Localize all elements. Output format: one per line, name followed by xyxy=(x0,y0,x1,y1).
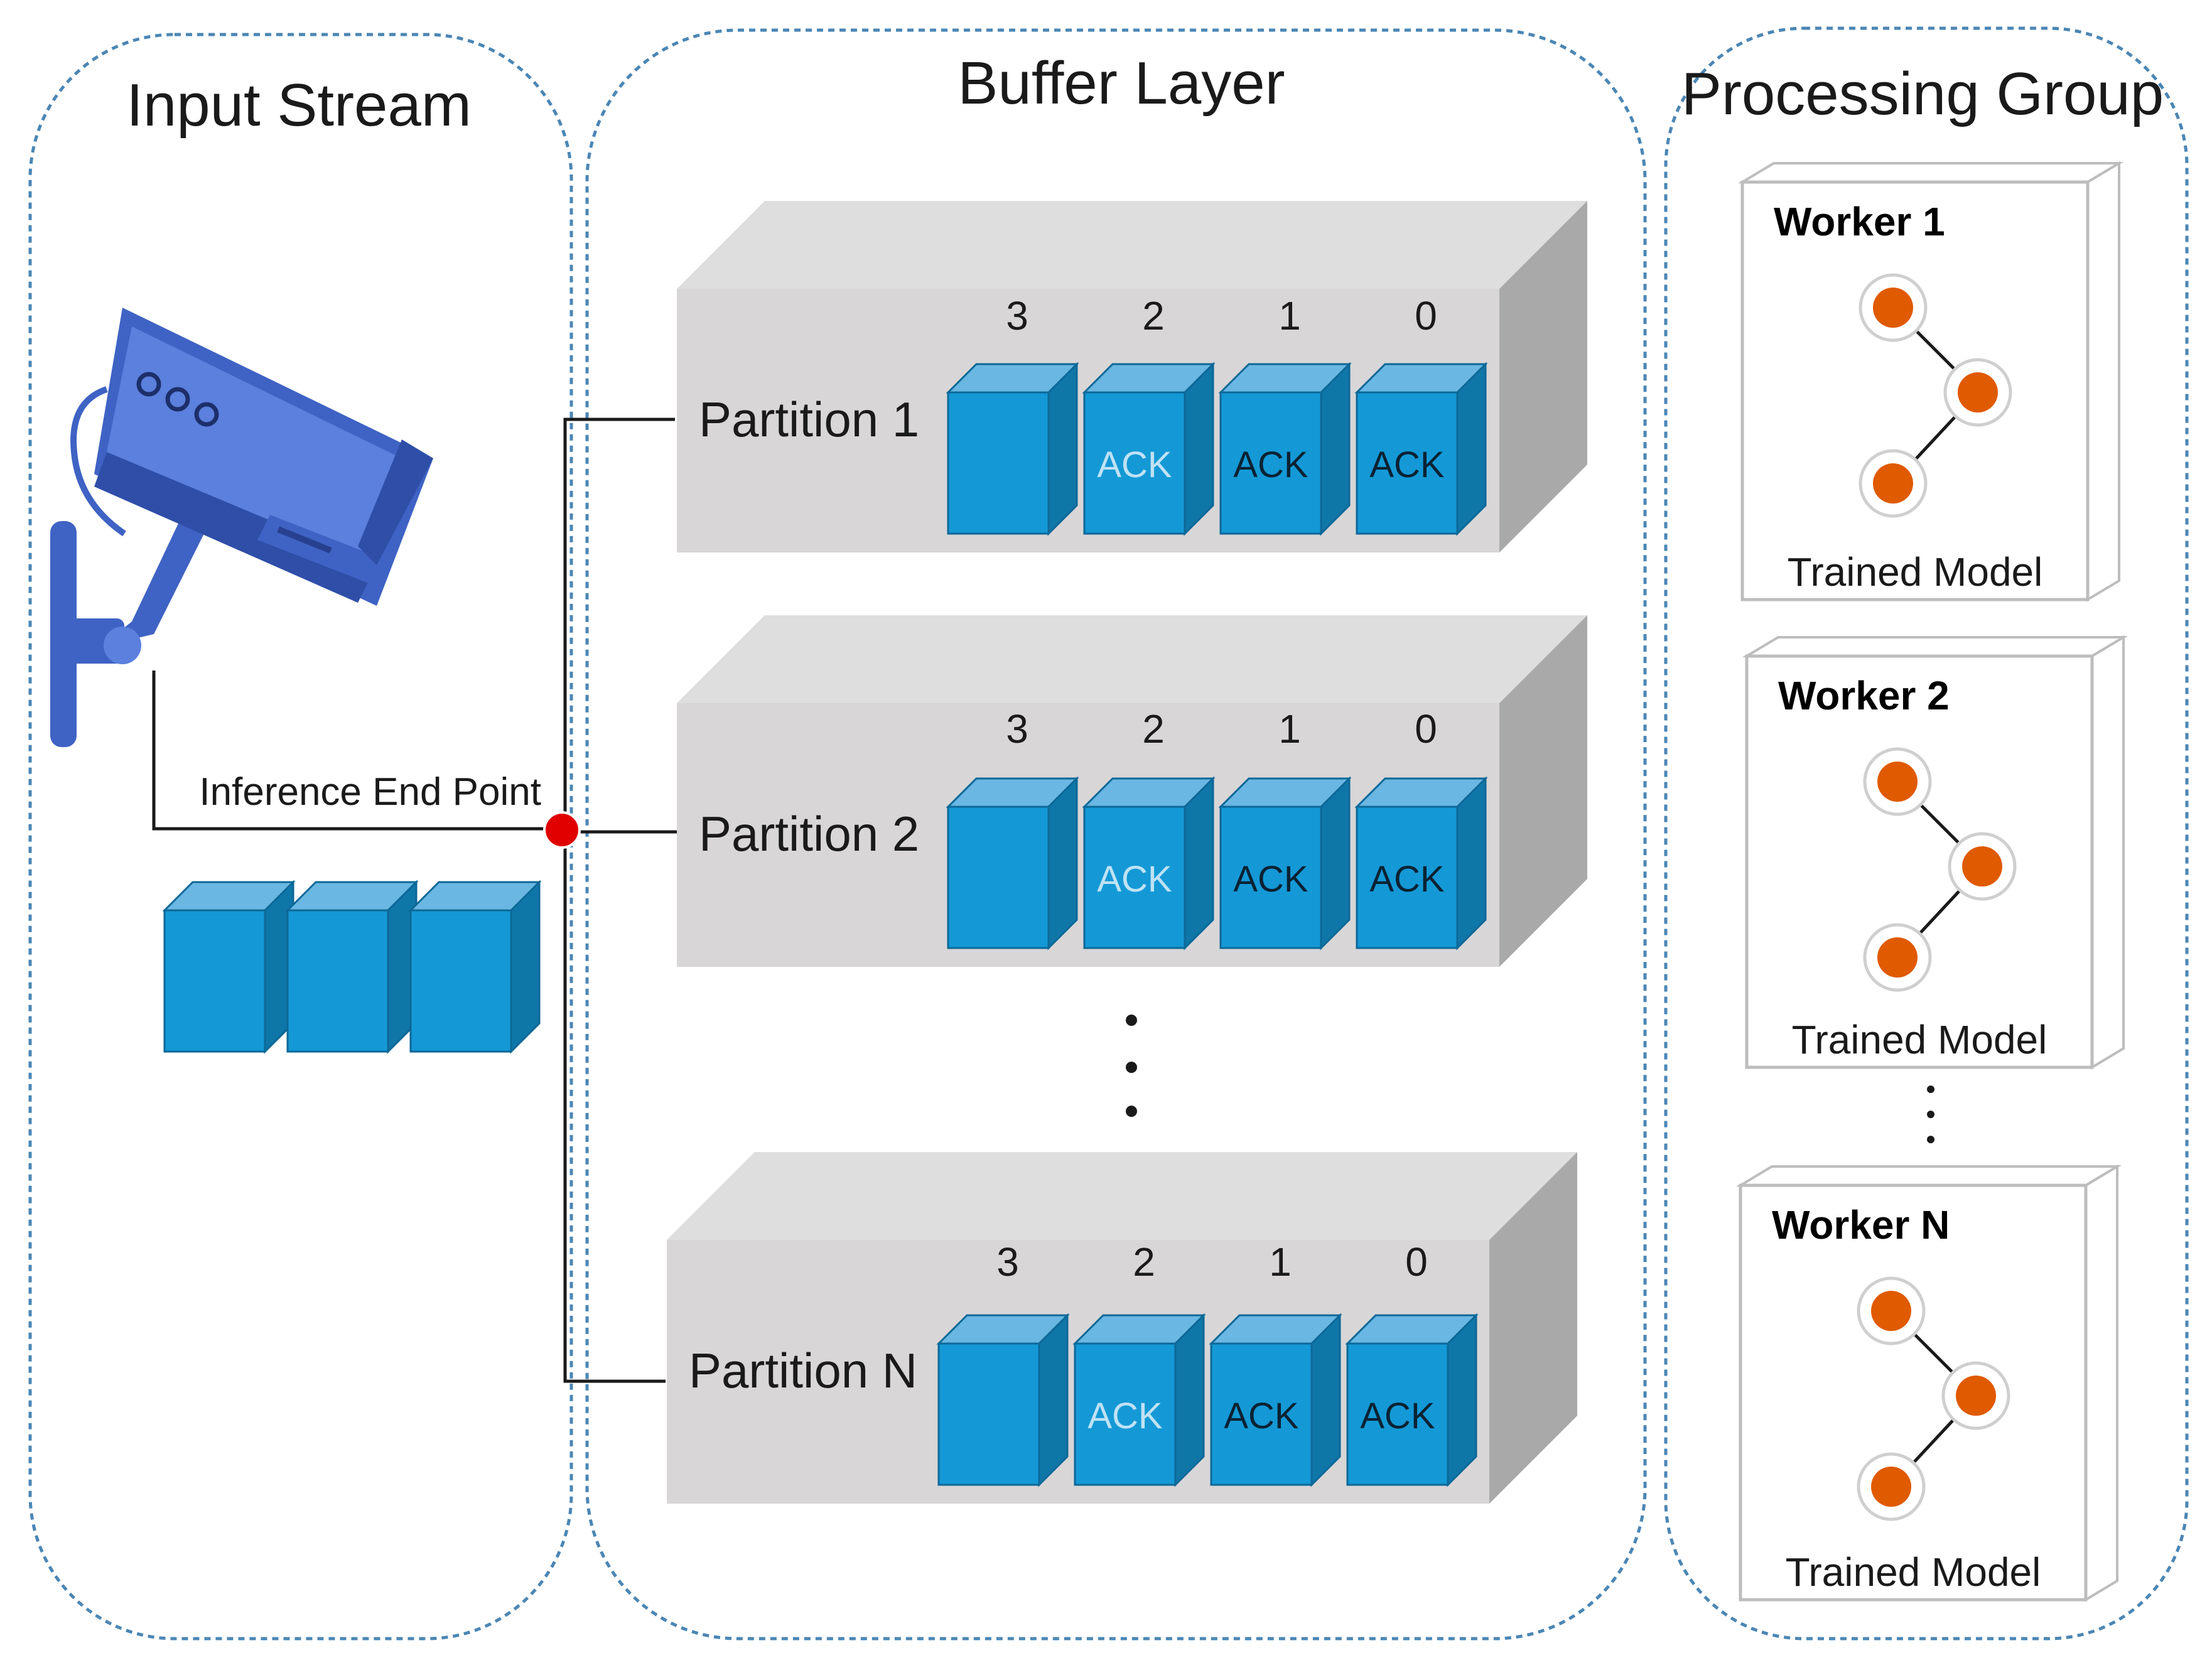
security-camera-icon xyxy=(50,308,433,747)
model-node xyxy=(1958,372,1998,412)
slot-index-label: 3 xyxy=(1006,293,1028,338)
ack-label: ACK xyxy=(1233,859,1308,900)
processing-group-title: Processing Group xyxy=(1681,60,2164,127)
ack-label: ACK xyxy=(1097,859,1172,900)
partition-slot-cube xyxy=(1345,1313,1479,1487)
partition-slot-cube xyxy=(1354,362,1488,536)
partition-slab-top xyxy=(677,615,1587,703)
model-node xyxy=(1962,846,2002,886)
slot-index-label: 0 xyxy=(1415,293,1437,338)
partition-slot-cube xyxy=(936,1313,1070,1487)
partition-slot-cube xyxy=(1218,362,1352,536)
partition-slab-top xyxy=(667,1152,1577,1240)
partition-slot-cube xyxy=(1082,776,1216,951)
partition-slot-cube xyxy=(1354,776,1488,951)
worker-ellipsis xyxy=(1927,1086,1934,1143)
partition-slot-cube xyxy=(1209,1313,1342,1487)
model-node xyxy=(1871,1467,1911,1507)
worker-title: Worker N xyxy=(1772,1202,1950,1247)
slot-index-label: 1 xyxy=(1278,706,1301,752)
ack-label: ACK xyxy=(1224,1396,1299,1436)
partition-slab-side xyxy=(1499,201,1587,552)
connector-lines xyxy=(152,418,681,1383)
slot-index-label: 2 xyxy=(1142,293,1165,338)
model-node xyxy=(1956,1376,1996,1416)
partition-label: Partition 2 xyxy=(699,806,919,861)
slot-index-label: 2 xyxy=(1133,1239,1155,1285)
worker-title: Worker 2 xyxy=(1778,673,1950,718)
partition-label: Partition N xyxy=(689,1343,917,1398)
input-frames-queue xyxy=(162,880,542,1054)
worker-1-box: Worker 1 Trained Model xyxy=(1737,161,2124,602)
input-frame-cube xyxy=(285,880,419,1054)
model-node xyxy=(1877,762,1918,802)
ack-label: ACK xyxy=(1233,445,1308,485)
model-graph-icon xyxy=(1857,1276,2010,1521)
slot-index-label: 2 xyxy=(1142,706,1165,752)
slot-index-label: 1 xyxy=(1278,293,1301,338)
trained-model-label: Trained Model xyxy=(1786,1549,2041,1595)
inference-endpoint-dot xyxy=(543,811,581,849)
model-graph-icon xyxy=(1863,747,2017,992)
worker-title: Worker 1 xyxy=(1774,199,1945,244)
model-node xyxy=(1873,288,1913,328)
trained-model-label: Trained Model xyxy=(1792,1017,2047,1062)
ack-label: ACK xyxy=(1369,445,1445,485)
worker-2-box: Worker 2 Trained Model xyxy=(1742,635,2128,1070)
slot-index-label: 3 xyxy=(996,1239,1019,1285)
model-graph-icon xyxy=(1859,273,2012,518)
input-stream-title: Input Stream xyxy=(126,72,472,139)
buffer-layer-title: Buffer Layer xyxy=(958,50,1285,117)
input-frame-cube xyxy=(162,880,296,1054)
model-node xyxy=(1877,937,1918,978)
slot-index-label: 3 xyxy=(1006,706,1028,752)
model-node xyxy=(1873,463,1913,504)
partition-label: Partition 1 xyxy=(699,392,919,447)
partition-slab-side xyxy=(1489,1152,1577,1504)
trained-model-label: Trained Model xyxy=(1788,549,2043,595)
ack-label: ACK xyxy=(1369,859,1445,900)
partition-slot-cube xyxy=(1072,1313,1206,1487)
partition-slab-side xyxy=(1499,615,1587,967)
ack-label: ACK xyxy=(1087,1396,1163,1436)
slot-index-label: 0 xyxy=(1415,706,1437,752)
partition-slot-cube xyxy=(946,362,1079,536)
partition-slot-cube xyxy=(946,776,1079,951)
ack-label: ACK xyxy=(1097,445,1172,485)
worker-3-box: Worker N Trained Model xyxy=(1735,1164,2122,1602)
slot-index-label: 1 xyxy=(1269,1239,1292,1285)
partition-slab-top xyxy=(677,201,1587,289)
input-stream-section xyxy=(28,33,573,1641)
partition-slot-cube xyxy=(1082,362,1216,536)
ack-label: ACK xyxy=(1360,1396,1435,1436)
partition-ellipsis xyxy=(1126,1015,1137,1117)
buffer-layer-section xyxy=(585,28,1647,1641)
input-frame-cube xyxy=(408,880,542,1054)
slot-index-label: 0 xyxy=(1405,1239,1428,1285)
inference-endpoint-label: Inference End Point xyxy=(199,770,541,814)
model-node xyxy=(1871,1291,1911,1331)
partition-slot-cube xyxy=(1218,776,1352,951)
